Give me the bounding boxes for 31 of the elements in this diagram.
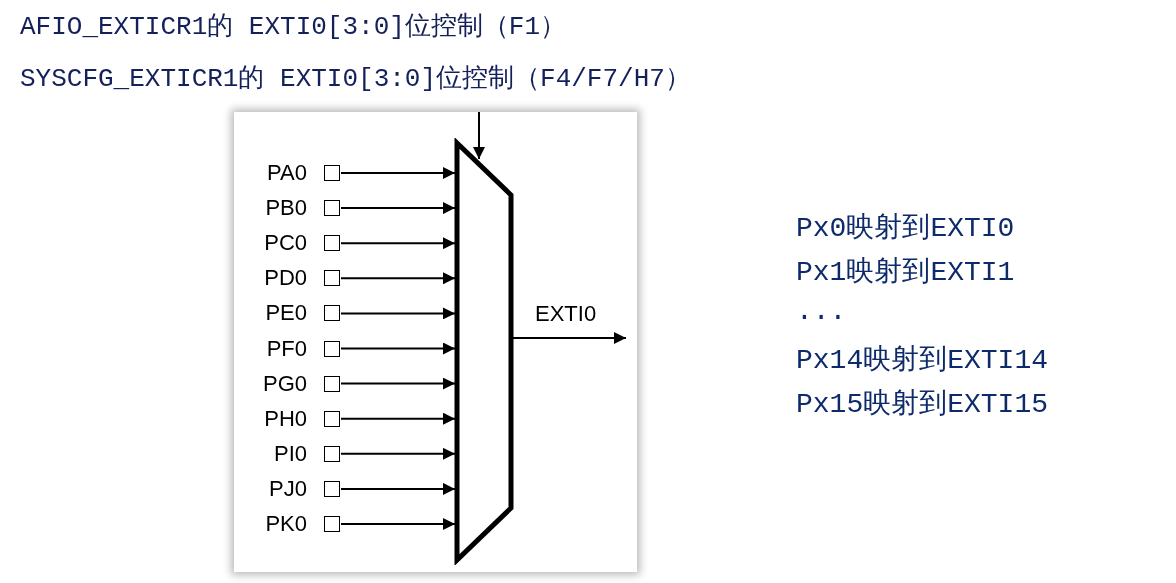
- pin-label: PA0: [267, 161, 307, 185]
- pin-label: PI0: [273, 441, 307, 466]
- arrow: [512, 332, 627, 344]
- arrow: [340, 377, 456, 390]
- mapping-note: Px15映射到EXTI15: [796, 388, 1049, 422]
- arrow: [340, 342, 456, 355]
- arrow: [340, 307, 456, 320]
- heading-text: SYSCFG_EXTICR1的 EXTI0[3:0]位控制（F4/F7/H7）: [20, 63, 691, 95]
- arrow: [340, 272, 456, 285]
- pin-label: PF0: [266, 336, 307, 361]
- pin-label: PG0: [262, 371, 307, 396]
- pin-label: PJ0: [269, 476, 307, 501]
- arrow: [340, 447, 456, 460]
- arrow: [340, 237, 456, 250]
- arrow: [340, 412, 456, 425]
- arrow: [340, 167, 456, 179]
- arrow: [340, 482, 456, 495]
- heading-text: AFIO_EXTICR1的 EXTI0[3:0]位控制（F1）: [20, 11, 567, 43]
- arrow: [473, 111, 485, 160]
- pin-label: PH0: [264, 406, 307, 431]
- arrow: [340, 518, 456, 530]
- mapping-note: Px14映射到EXTI14: [796, 344, 1049, 378]
- pin-label: PD0: [264, 266, 307, 291]
- pin-label: PE0: [265, 301, 307, 326]
- arrow: [340, 202, 456, 215]
- mapping-note: Px0映射到EXTI0: [796, 212, 1015, 246]
- pin-label: PK0: [265, 512, 307, 536]
- pin-label: PB0: [265, 196, 307, 221]
- pin-label: PC0: [264, 231, 307, 256]
- mapping-note: Px1映射到EXTI1: [796, 256, 1015, 290]
- mapping-note: ...: [796, 296, 847, 327]
